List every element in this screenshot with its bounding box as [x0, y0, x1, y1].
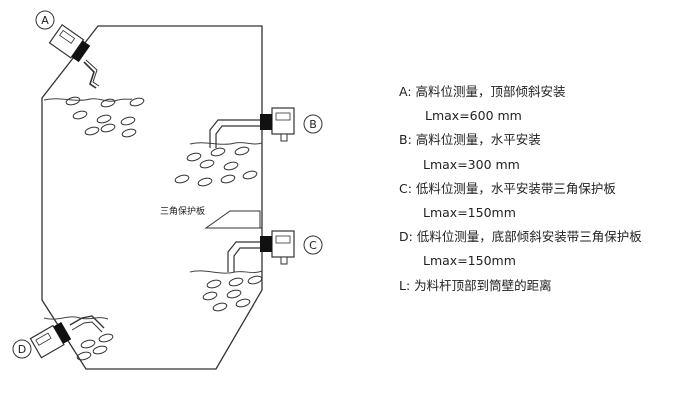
material-surface-high — [43, 98, 133, 102]
marker-a: A — [35, 10, 55, 30]
svg-text:A: A — [41, 14, 49, 27]
plate-label: 三角保护板 — [160, 205, 205, 217]
sensor-d — [29, 315, 105, 359]
legend-line-a-lmax: Lmax=600 mm — [425, 108, 522, 124]
installation-legend: A: 高料位测量，顶部倾斜安装 Lmax=600 mm B: 高料位测量，水平安… — [399, 80, 691, 298]
sensor-c — [227, 230, 295, 272]
sensor-a — [48, 24, 100, 89]
svg-text:D: D — [18, 343, 26, 356]
legend-line-l: L: 为料杆顶部到筒壁的距离 — [399, 277, 552, 293]
silo-outline — [41, 25, 263, 370]
legend-line-a: A: 高料位测量，顶部倾斜安装 — [399, 84, 566, 99]
legend-line-c-lmax: Lmax=150mm — [423, 205, 516, 221]
triangle-protection-plate — [204, 210, 262, 229]
marker-d: D — [12, 339, 32, 359]
legend-line-c: C: 低料位测量，水平安装带三角保护板 — [399, 180, 616, 196]
marker-b: B — [303, 114, 323, 134]
material-surface-high-b — [189, 142, 263, 145]
legend-line-b: B: 高料位测量，水平安装 — [399, 132, 541, 148]
material-surface-low-b — [43, 316, 109, 320]
material-granules — [65, 96, 263, 361]
legend-line-d-lmax: Lmax=150mm — [423, 253, 516, 269]
material-surface-low — [189, 270, 263, 274]
silo-installation-diagram: 三角保护板 — [12, 10, 323, 370]
svg-text:C: C — [309, 239, 317, 252]
sensor-b — [209, 107, 295, 148]
legend-line-b-lmax: Lmax=300 mm — [423, 156, 520, 172]
legend-line-d: D: 低料位测量，底部倾斜安装带三角保护板 — [399, 229, 642, 245]
svg-text:B: B — [309, 118, 317, 131]
marker-c: C — [303, 235, 323, 255]
